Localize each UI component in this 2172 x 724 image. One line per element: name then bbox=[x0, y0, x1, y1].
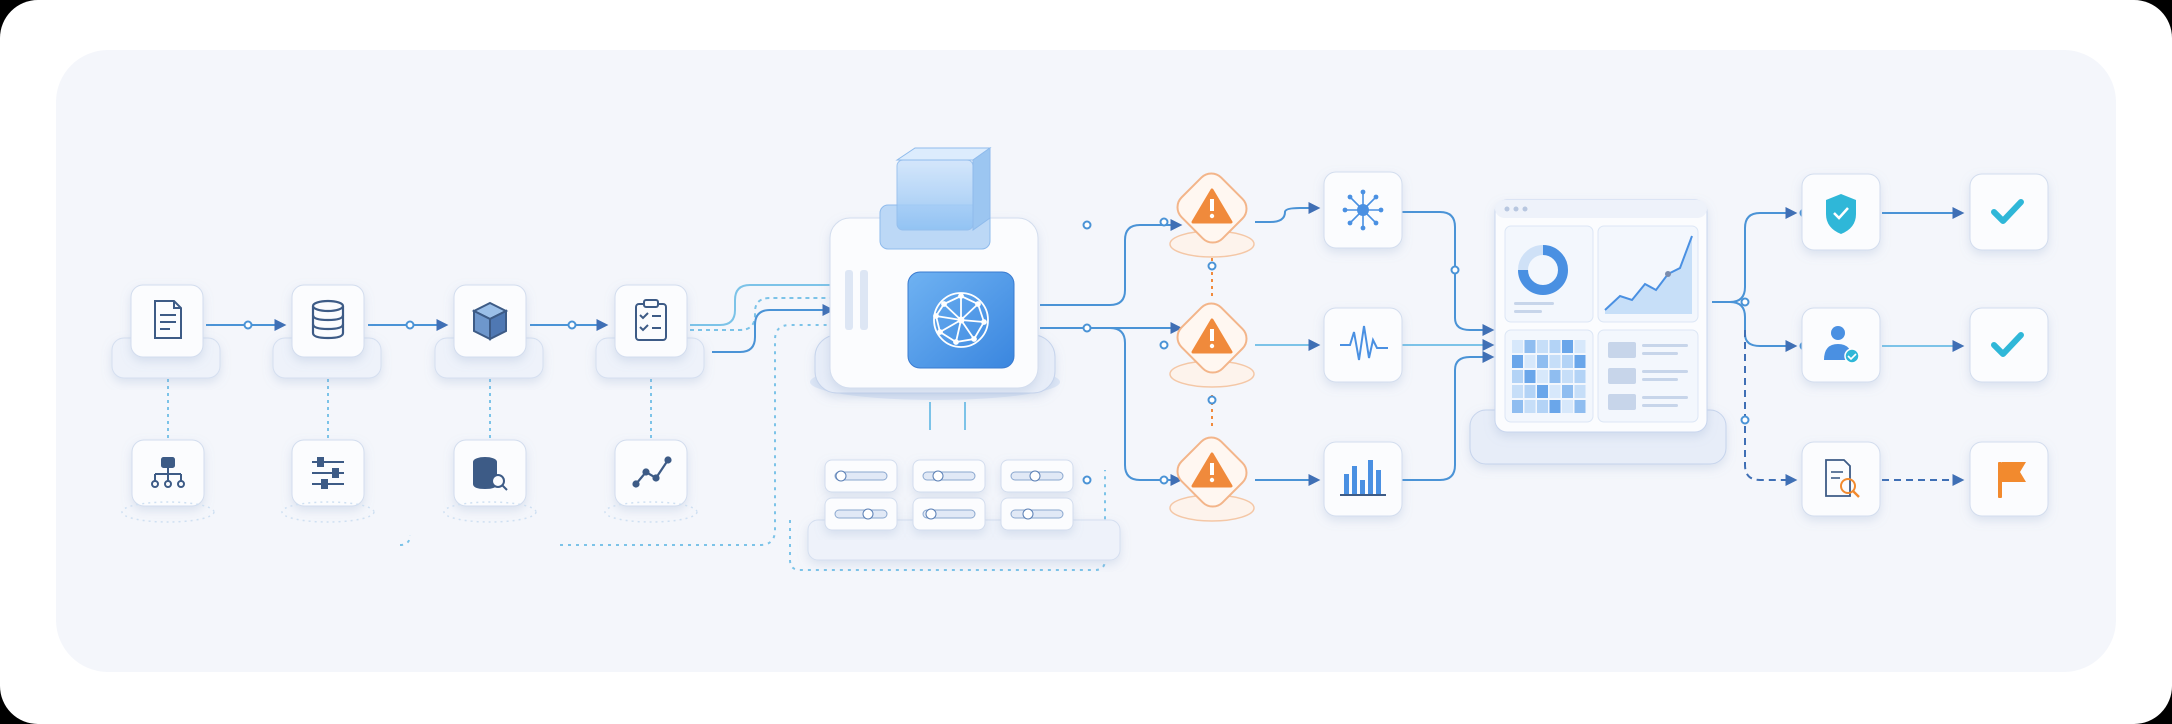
bar-chart-node[interactable] bbox=[1323, 441, 1403, 517]
alert-node-2[interactable] bbox=[1169, 298, 1255, 388]
review-column bbox=[1801, 173, 1881, 517]
connectors bbox=[167, 202, 1965, 571]
heatmap-icon bbox=[1504, 329, 1594, 423]
waveform-icon bbox=[1340, 325, 1388, 361]
ai-engine[interactable] bbox=[810, 147, 1060, 400]
result-flagged[interactable] bbox=[1969, 441, 2049, 517]
neural-network-icon bbox=[933, 292, 989, 348]
trend-line-icon bbox=[632, 456, 672, 488]
alert-column bbox=[1169, 168, 1255, 522]
trend-line-node[interactable] bbox=[614, 439, 688, 507]
alert-node-1[interactable] bbox=[1169, 168, 1255, 258]
clipboard-checklist-icon bbox=[635, 299, 667, 341]
connector-nodes bbox=[243, 208, 1809, 485]
module-tile[interactable] bbox=[912, 497, 986, 531]
database-search-node[interactable] bbox=[453, 439, 527, 507]
module-tile[interactable] bbox=[1000, 497, 1074, 531]
checkmark-icon bbox=[1991, 332, 2024, 357]
module-tile[interactable] bbox=[824, 497, 898, 531]
result-column bbox=[1969, 173, 2049, 517]
pipeline-top-row bbox=[111, 284, 705, 379]
flag-icon bbox=[1998, 462, 2026, 498]
database-icon bbox=[311, 299, 345, 340]
signal-column bbox=[1323, 171, 1403, 517]
checkmark-icon bbox=[1991, 199, 2024, 224]
module-grid bbox=[807, 459, 1121, 561]
hierarchy-icon bbox=[151, 457, 185, 488]
pipeline-bottom-row bbox=[121, 439, 698, 523]
cluster-icon bbox=[1342, 189, 1384, 231]
module-tile[interactable] bbox=[1000, 459, 1074, 493]
document-search-icon bbox=[1825, 459, 1860, 498]
audit-node[interactable] bbox=[1801, 441, 1881, 517]
analytics-dashboard[interactable] bbox=[1469, 199, 1727, 465]
package-cube-icon bbox=[471, 301, 509, 341]
cluster-node[interactable] bbox=[1323, 171, 1403, 249]
engine-vent bbox=[845, 270, 868, 330]
bar-chart-icon bbox=[1340, 460, 1386, 496]
alert-node-3[interactable] bbox=[1169, 432, 1255, 522]
sliders-icon bbox=[312, 457, 344, 489]
ingest-package-node[interactable] bbox=[434, 284, 544, 379]
area-trend-icon bbox=[1597, 225, 1699, 323]
hierarchy-node[interactable] bbox=[131, 439, 205, 507]
ingest-document-node[interactable] bbox=[111, 284, 221, 379]
ingest-checklist-node[interactable] bbox=[595, 284, 705, 379]
text-lines-icon bbox=[1597, 329, 1699, 423]
security-node[interactable] bbox=[1801, 173, 1881, 251]
waveform-node[interactable] bbox=[1323, 307, 1403, 383]
donut-chart-icon bbox=[1504, 225, 1594, 323]
sliders-node[interactable] bbox=[291, 439, 365, 507]
user-verified-icon bbox=[1824, 326, 1860, 364]
shield-check-icon bbox=[1826, 194, 1856, 234]
module-tile[interactable] bbox=[912, 459, 986, 493]
result-approved-1[interactable] bbox=[1969, 173, 2049, 251]
glass-cube-icon bbox=[879, 147, 992, 250]
ingest-database-node[interactable] bbox=[272, 284, 382, 379]
warning-icon bbox=[1191, 452, 1233, 488]
user-verify-node[interactable] bbox=[1801, 307, 1881, 383]
document-icon bbox=[154, 300, 182, 339]
warning-icon bbox=[1191, 318, 1233, 354]
database-search-icon bbox=[473, 457, 508, 491]
module-tile[interactable] bbox=[824, 459, 898, 493]
result-approved-2[interactable] bbox=[1969, 307, 2049, 383]
warning-icon bbox=[1191, 188, 1233, 224]
